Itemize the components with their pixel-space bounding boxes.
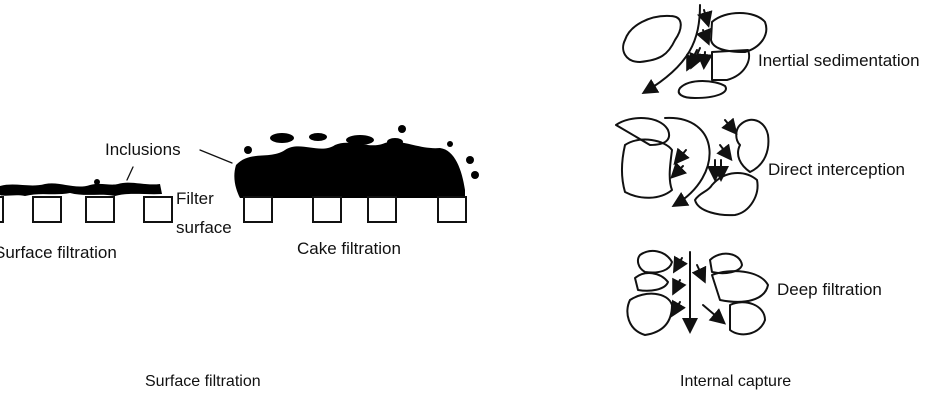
inertial-sedimentation-figure (622, 4, 768, 99)
direct-interception-label: Direct interception (768, 160, 906, 179)
left-caption: Surface filtration (145, 373, 261, 390)
inclusions-label: Inclusions (105, 140, 181, 159)
filter-cake (234, 141, 465, 198)
right-caption: Internal capture (680, 373, 792, 390)
filter-element (85, 196, 115, 223)
surface-inclusions-layer (0, 182, 162, 196)
filter-element (143, 196, 173, 223)
surface-filtration-label: Surface filtration (0, 243, 117, 262)
inertial-sedimentation-label: Inertial sedimentation (758, 51, 920, 70)
surface-filtration-figure (0, 149, 233, 223)
filter-element (437, 196, 467, 223)
cake-filtration-label: Cake filtration (297, 239, 401, 258)
filter-surface-label-line2: surface (176, 218, 232, 237)
inclusions-leader-line (199, 149, 233, 164)
direct-interception-figure (615, 116, 770, 217)
filter-surface-label-line1: Filter (176, 189, 214, 208)
filter-element (243, 196, 273, 223)
deep-filtration-figure (626, 249, 769, 336)
deep-filtration-label: Deep filtration (777, 280, 882, 299)
cake-filtration-figure (234, 125, 479, 223)
inclusions-leader-line (126, 166, 134, 181)
filter-element (312, 196, 342, 223)
filter-element (32, 196, 62, 223)
filter-element (367, 196, 397, 223)
